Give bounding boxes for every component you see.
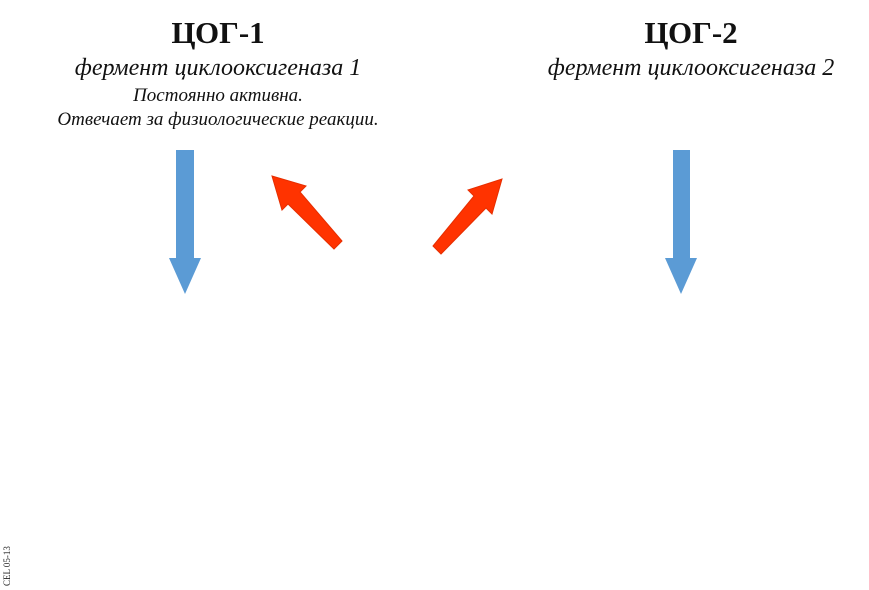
cox2-block: ЦОГ-2 фермент циклооксигеназа 2: [520, 14, 862, 84]
cox1-subtitle: фермент циклооксигеназа 1: [74, 55, 362, 81]
cox2-down-arrow-icon: [665, 150, 697, 294]
inhibit-cox1-arrow-icon: [271, 175, 343, 250]
inhibit-cox2-arrow-icon: [432, 178, 503, 255]
cox1-block: ЦОГ-1 фермент циклооксигеназа 1 Постоянн…: [18, 14, 418, 132]
cox1-title: ЦОГ-1: [171, 15, 265, 50]
cox1-note-line2: Отвечает за физиологические реакции.: [57, 109, 379, 130]
slide-code: CEL 05-13: [2, 546, 12, 586]
cox2-title: ЦОГ-2: [644, 15, 738, 50]
cox1-note-line1: Постоянно активна.: [133, 85, 303, 106]
cox1-down-arrow-icon: [169, 150, 201, 294]
cox2-subtitle: фермент циклооксигеназа 2: [547, 55, 835, 81]
